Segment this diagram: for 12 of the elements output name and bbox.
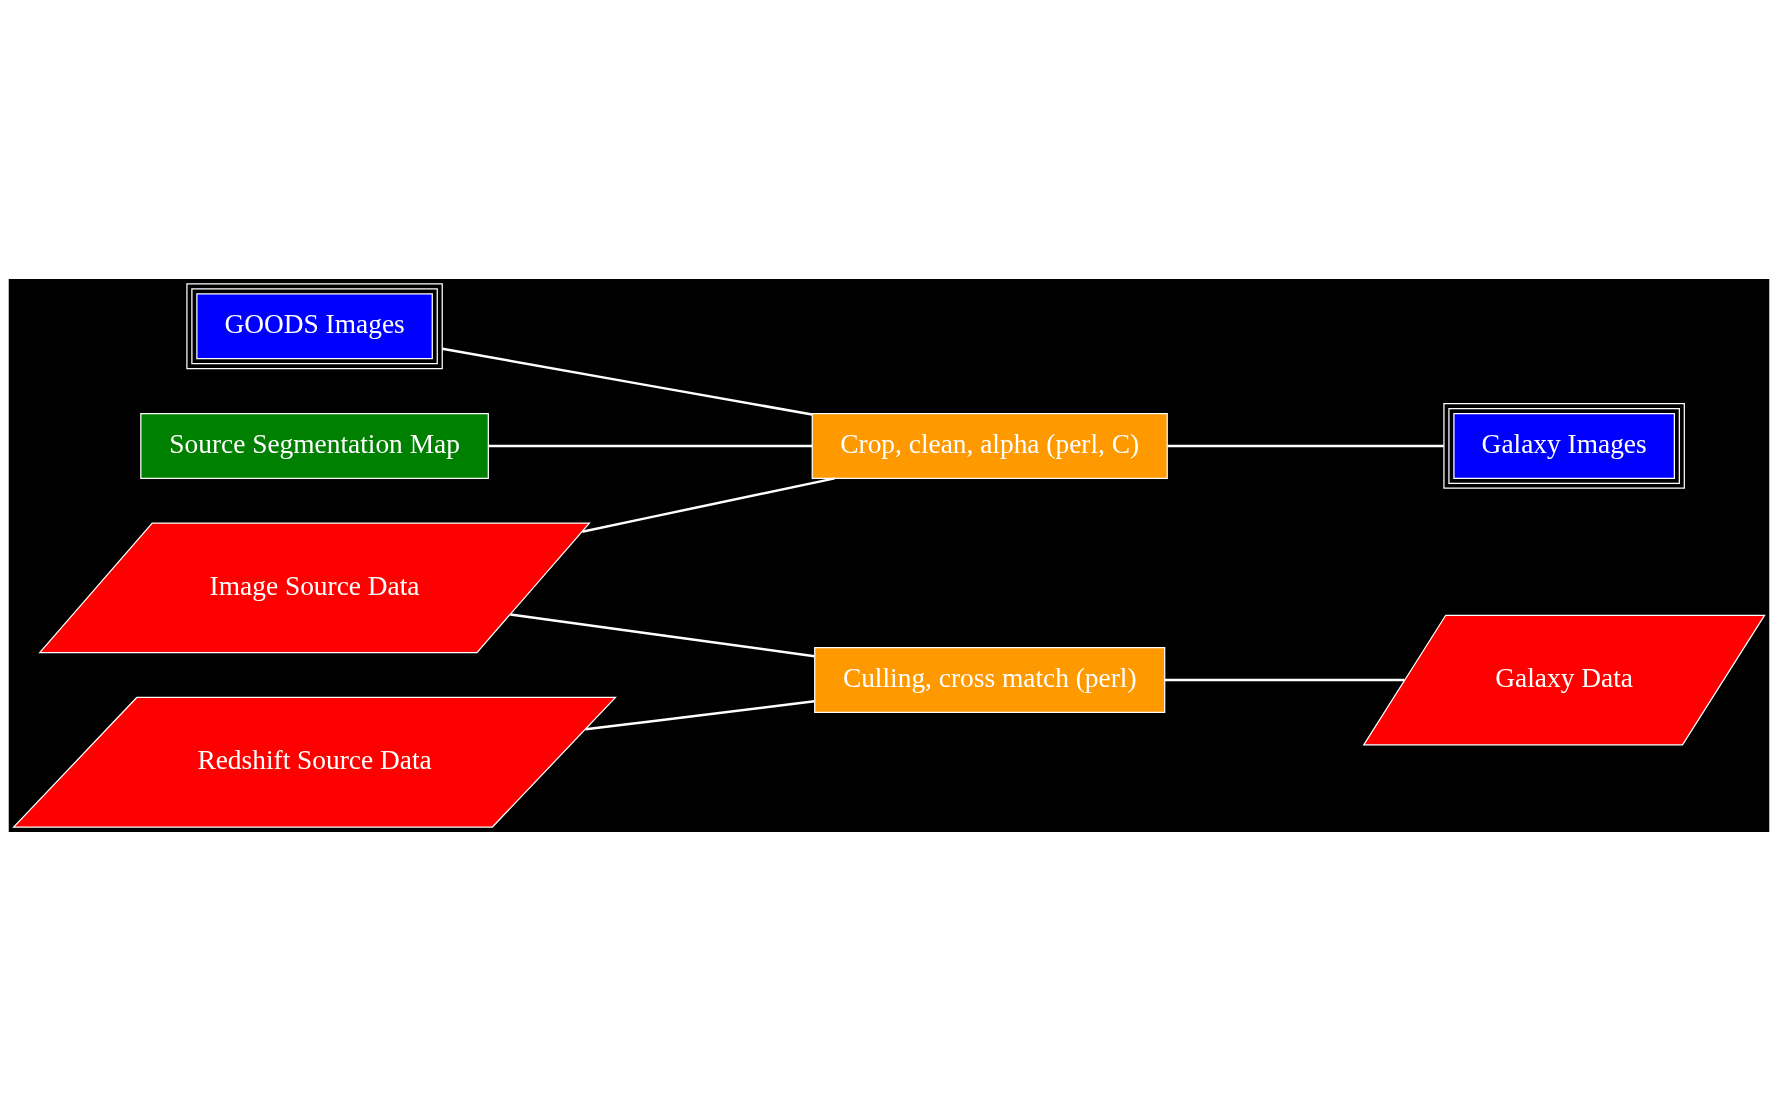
connector [581,477,835,533]
node-box: Galaxy Images [1443,402,1685,489]
connector [1164,678,1405,682]
connector [510,613,815,658]
node-box: Source Segmentation Map [140,412,489,479]
connector [442,347,813,416]
node-box: Crop, clean, alpha (perl, C) [811,412,1168,479]
connector [585,700,815,731]
node-box: Culling, cross match (perl) [814,647,1166,714]
connector [1167,444,1444,448]
connector [488,444,813,448]
node-box: GOODS Images [186,283,443,370]
